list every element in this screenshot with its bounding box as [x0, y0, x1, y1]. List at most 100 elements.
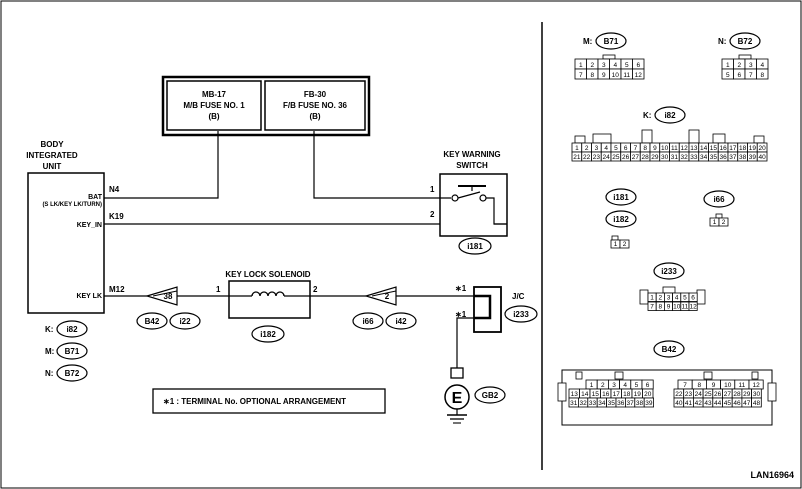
b42-r-row2-pin: 30: [753, 391, 761, 398]
b42-r-row1-pin: 10: [724, 382, 732, 389]
i182-row-cell: [619, 239, 630, 249]
switch-contact-2: [479, 194, 487, 202]
fuse-fb30-line3: (B): [309, 112, 320, 121]
b42-r-row3-pin: 48: [753, 400, 761, 407]
b72-row1-pin: 4: [760, 62, 764, 69]
tag-i22: [169, 312, 201, 330]
view-tag-b71-text: B71: [604, 37, 619, 46]
b42-l-row2-pin: 17: [613, 391, 621, 398]
wire-bat: [104, 131, 219, 199]
terminal-keylk-label: KEY LK: [76, 293, 102, 300]
tag-i181: [458, 237, 492, 255]
i82-row1-pin: 12: [681, 145, 689, 152]
body-integrated-unit-box: [27, 172, 105, 314]
switch-blade: [457, 191, 481, 199]
i82-row2-pin: 26: [622, 154, 630, 161]
i233-row2-pin: 7: [650, 303, 654, 310]
body-unit-title-1: BODY: [40, 140, 64, 149]
b71-latch: [602, 54, 616, 60]
b42-r-row2-pin: 29: [743, 391, 751, 398]
tag-i182-text: i182: [260, 330, 276, 339]
b71-prefix: M:: [583, 37, 592, 46]
tag-i42-text: i42: [395, 317, 407, 326]
i82-row2-pin: 29: [651, 154, 659, 161]
i233-row2-pin: 10: [673, 303, 681, 310]
i82-row2-pin: 39: [749, 154, 757, 161]
i82-row1-pin: 18: [739, 145, 747, 152]
i82-row2-cell: [756, 151, 768, 162]
wire-ground: [456, 317, 474, 368]
i233-row2-pin: 11: [682, 303, 689, 310]
jc-pin-note-2: ∗1: [455, 310, 467, 319]
i233-row2-pin: 9: [667, 303, 671, 310]
b42-r-row2-pin: 27: [724, 391, 732, 398]
i82-row1-pin: 6: [624, 145, 628, 152]
legend-tag-b71-text: B71: [65, 347, 80, 356]
solenoid-pin1: 1: [216, 285, 221, 294]
i66-latch: [715, 213, 723, 219]
b72-row2-pin: 8: [760, 72, 764, 79]
i233-side-l: [639, 289, 649, 305]
b42-l-row2-pin: 16: [602, 391, 610, 398]
i82-row2-pin: 23: [593, 154, 601, 161]
i82-row1-pin: 2: [585, 145, 589, 152]
i82-row1-pin: 17: [729, 145, 737, 152]
b42-r-row3-pin: 40: [675, 400, 683, 407]
view-tag-i233-text: i233: [661, 267, 677, 276]
key-switch-title-2: SWITCH: [456, 161, 488, 170]
i82-latch: [712, 133, 726, 144]
b42-r-row1-pin: 7: [683, 382, 687, 389]
i82-row1-pin: 8: [643, 145, 647, 152]
b42-key: [575, 371, 583, 380]
i66-row-pin: 1: [713, 219, 717, 226]
b71-row1-pin: 5: [625, 62, 629, 69]
b42-l-row3-pin: 33: [589, 400, 597, 407]
b42-l-row1-pin: 3: [612, 382, 616, 389]
terminal-bat-sub: (S LK/KEY LK/TURN): [42, 202, 102, 208]
view-tag-i82-text: i82: [664, 111, 676, 120]
solenoid-pin2: 2: [313, 285, 318, 294]
figure-code: LAN16964: [750, 470, 794, 480]
view-tag-i182-text: i182: [613, 215, 629, 224]
b42-l-row1-pin: 6: [646, 382, 650, 389]
wire-m12: M12: [109, 285, 125, 294]
b72-row1-pin: 1: [726, 62, 730, 69]
i82-row2-pin: 28: [642, 154, 650, 161]
b42-key: [751, 371, 759, 380]
fuse-box-outer: [161, 75, 371, 137]
i82-row1-pin: 20: [759, 145, 767, 152]
view-tag-i66-text: i66: [713, 195, 725, 204]
b71-row2-pin: 7: [579, 72, 583, 79]
tag-i181-text: i181: [467, 242, 483, 251]
i82-row2-pin: 36: [720, 154, 728, 161]
i82-row2-pin: 32: [681, 154, 689, 161]
view-tag-i82: [654, 106, 686, 124]
note-box: [152, 388, 386, 414]
b72-latch: [738, 54, 752, 60]
b42-l-row3-pin: 37: [626, 400, 634, 407]
b71-row1-pin: 3: [602, 62, 606, 69]
connector-b42-pin: 38: [164, 292, 173, 301]
b42-ear-l: [557, 382, 567, 402]
view-tag-i181-text: i181: [613, 193, 629, 202]
i233-row1-pin: 3: [667, 294, 671, 301]
tag-i182: [251, 325, 285, 343]
b71-row2-cell: [632, 68, 645, 80]
legend-tag-b71: [56, 342, 88, 360]
key-lock-solenoid-box: [228, 280, 311, 319]
b42-r-row1-pin: 12: [752, 382, 760, 389]
i82-row2-pin: 40: [759, 154, 767, 161]
i233-row1-pin: 1: [650, 294, 654, 301]
i82-row1-pin: 7: [634, 145, 638, 152]
view-tag-i66: [703, 190, 735, 208]
i182-latch: [611, 235, 619, 241]
b72-row2-cell: [756, 68, 769, 80]
i82-row1-pin: 10: [661, 145, 669, 152]
b42-l-row1-pin: 2: [601, 382, 605, 389]
b42-l-row3-pin: 38: [636, 400, 644, 407]
b71-row2-pin: 8: [590, 72, 594, 79]
i66-row-cell: [718, 217, 729, 227]
